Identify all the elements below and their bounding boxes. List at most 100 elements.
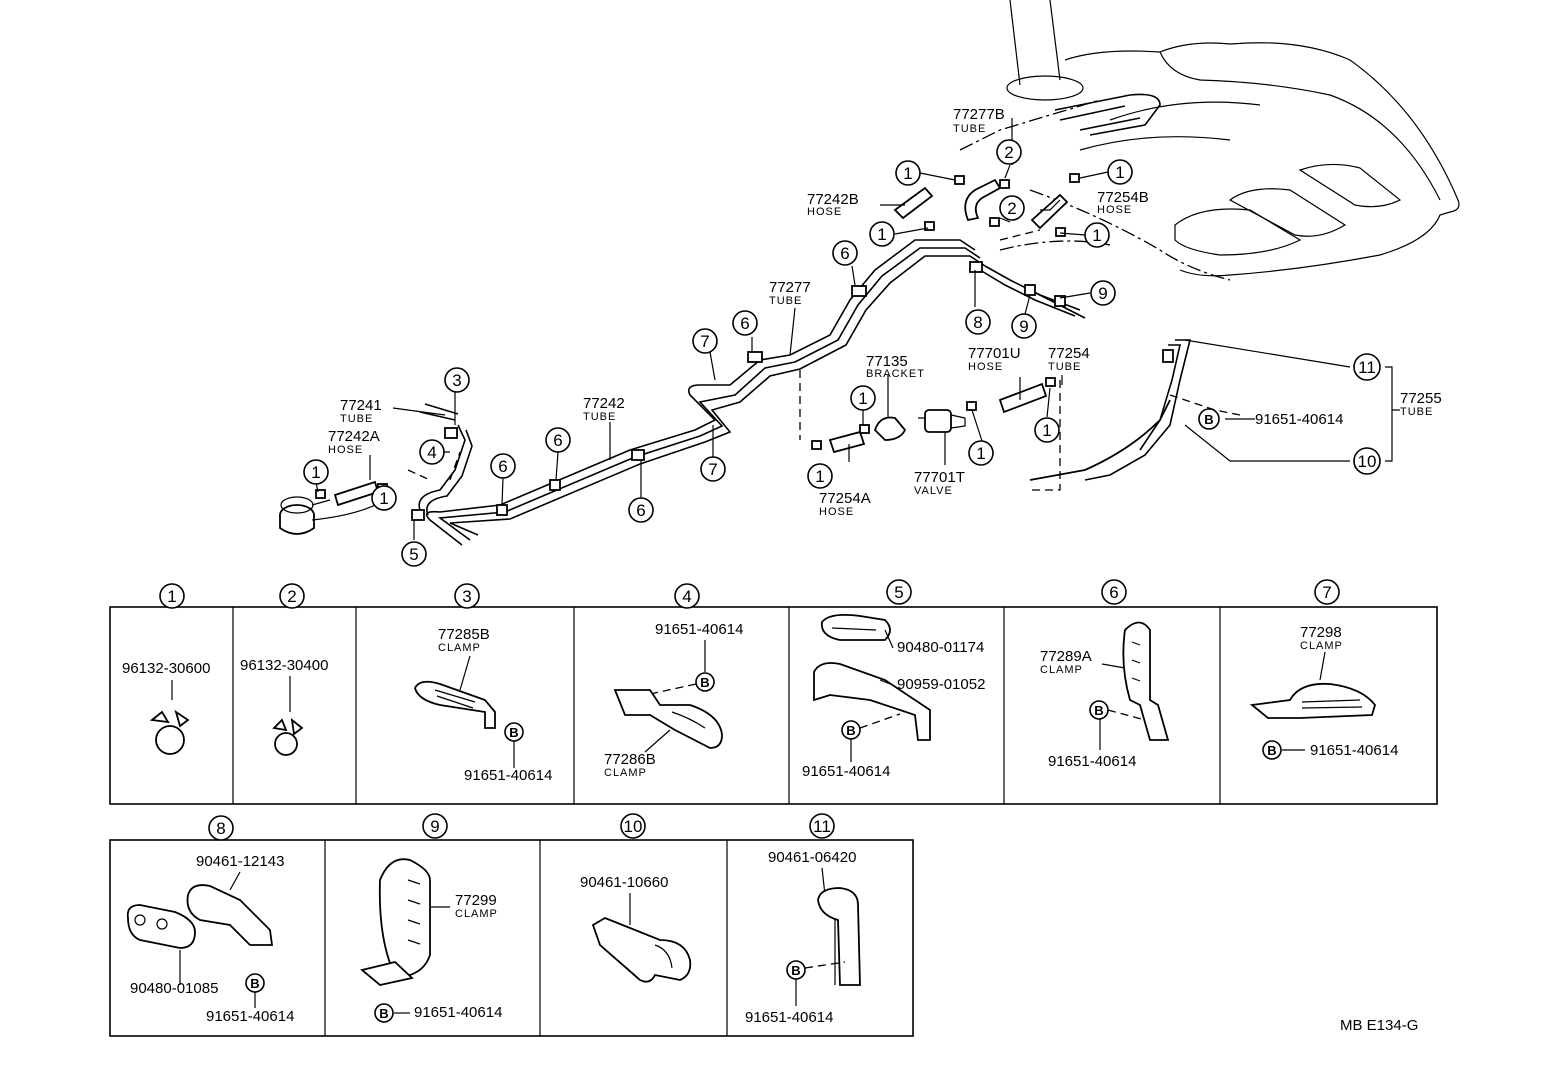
svg-text:CLAMP: CLAMP [1040,664,1083,676]
callout-1: 1 [303,459,329,485]
svg-text:96132-30400: 96132-30400 [240,657,328,674]
svg-text:9: 9 [1098,284,1107,303]
callout-2: 2 [999,195,1025,221]
svg-text:90959-01052: 90959-01052 [897,676,985,693]
callout-6: 6 [732,310,758,336]
svg-text:90461-12143: 90461-12143 [196,853,284,870]
svg-text:HOSE: HOSE [819,506,854,518]
detail-cell-1: 1 96132-30600 [122,583,210,755]
svg-text:B: B [379,1006,388,1021]
svg-text:6: 6 [498,457,507,476]
leader-lines [315,118,1400,540]
label-77242A: 77242A [328,428,380,445]
svg-text:6: 6 [840,244,849,263]
svg-text:11: 11 [1358,358,1376,377]
svg-text:CLAMP: CLAMP [438,642,481,654]
label-77701T: 77701T [914,469,965,486]
svg-text:4: 4 [682,587,691,606]
callout-9: 9 [1011,313,1037,339]
callout-1: 1 [371,485,397,511]
callout-10: 10 [1353,447,1381,475]
label-77241: 77241 [340,397,382,414]
svg-text:90461-10660: 90461-10660 [580,874,668,891]
svg-text:2: 2 [1007,199,1016,218]
valve-77701T [918,409,966,433]
svg-text:8: 8 [216,819,225,838]
svg-text:HOSE: HOSE [1097,204,1132,216]
callout-1: 1 [807,463,833,489]
label-77701U: 77701U [968,345,1021,362]
callout-1: 1 [968,440,994,466]
tube-77255 [1084,339,1192,481]
svg-text:1: 1 [976,444,985,463]
svg-text:91651-40614: 91651-40614 [655,621,743,638]
svg-text:B: B [1094,703,1103,718]
svg-text:1: 1 [877,225,886,244]
svg-text:TUBE: TUBE [953,123,986,135]
svg-text:4: 4 [427,443,436,462]
callout-8: 8 [965,309,991,335]
svg-text:77285B: 77285B [438,626,490,643]
detail-cell-9: 9 77299 CLAMP B 91651-40614 [360,813,502,1023]
svg-text:77289A: 77289A [1040,648,1092,665]
svg-text:91651-40614: 91651-40614 [1048,753,1136,770]
hoses [311,178,1171,521]
svg-text:7: 7 [708,460,717,479]
fuel-tank [959,0,1460,281]
svg-text:1: 1 [815,467,824,486]
svg-text:6: 6 [636,501,645,520]
label-bolt-91651: 91651-40614 [1255,411,1343,428]
detail-cell-3: 3 77285B CLAMP B 91651-40614 [414,583,552,784]
svg-text:HOSE: HOSE [328,444,363,456]
svg-text:77286B: 77286B [604,751,656,768]
svg-text:5: 5 [409,545,418,564]
label-77254B: 77254B [1097,189,1149,206]
callout-7: 7 [700,456,726,482]
callout-b: B [1198,408,1220,430]
callout-1: 1 [850,385,876,411]
charcoal-canister [279,496,315,535]
svg-text:11: 11 [813,817,831,836]
svg-text:2: 2 [287,587,296,606]
svg-text:B: B [700,675,709,690]
callout-4: 4 [419,439,445,465]
callout-1: 1 [895,160,921,186]
drawing-code: MB E134-G [1340,1017,1418,1034]
svg-text:9: 9 [430,817,439,836]
svg-text:3: 3 [452,371,461,390]
svg-text:90461-06420: 90461-06420 [768,849,856,866]
svg-text:8: 8 [973,313,982,332]
svg-text:VALVE: VALVE [914,485,953,497]
detail-row-1: 1 96132-30600 2 96132-30400 3 77285B CLA… [109,579,1438,805]
svg-text:6: 6 [553,431,562,450]
svg-text:10: 10 [1358,452,1377,471]
label-77277: 77277 [769,279,811,296]
detail-row-2: 8 90461-12143 90480-01085 B 91651-40614 … [109,813,914,1037]
label-77254: 77254 [1048,345,1090,362]
small-clamps [315,173,1174,521]
detail-cell-8: 8 90461-12143 90480-01085 B 91651-40614 [126,815,294,1025]
callout-6: 6 [628,497,654,523]
svg-text:1: 1 [167,587,176,606]
svg-text:90480-01174: 90480-01174 [897,639,984,656]
svg-text:B: B [791,963,800,978]
svg-text:91651-40614: 91651-40614 [464,767,552,784]
svg-text:1: 1 [1092,226,1101,245]
bracket-77135 [873,416,907,441]
callout-1: 1 [1107,159,1133,185]
svg-text:B: B [1267,743,1276,758]
callout-1: 1 [1084,222,1110,248]
svg-text:1: 1 [1115,163,1124,182]
detail-cell-5: 5 90480-01174 90959-01052 B 91651-40614 [802,579,985,780]
svg-text:77299: 77299 [455,892,497,909]
svg-text:1: 1 [903,164,912,183]
callout-5: 5 [401,541,427,567]
callout-6: 6 [545,427,571,453]
svg-text:HOSE: HOSE [968,361,1003,373]
svg-text:TUBE: TUBE [1400,406,1433,418]
svg-text:TUBE: TUBE [583,411,616,423]
svg-text:BRACKET: BRACKET [866,368,925,380]
svg-text:96132-30600: 96132-30600 [122,660,210,677]
callout-7: 7 [692,328,718,354]
